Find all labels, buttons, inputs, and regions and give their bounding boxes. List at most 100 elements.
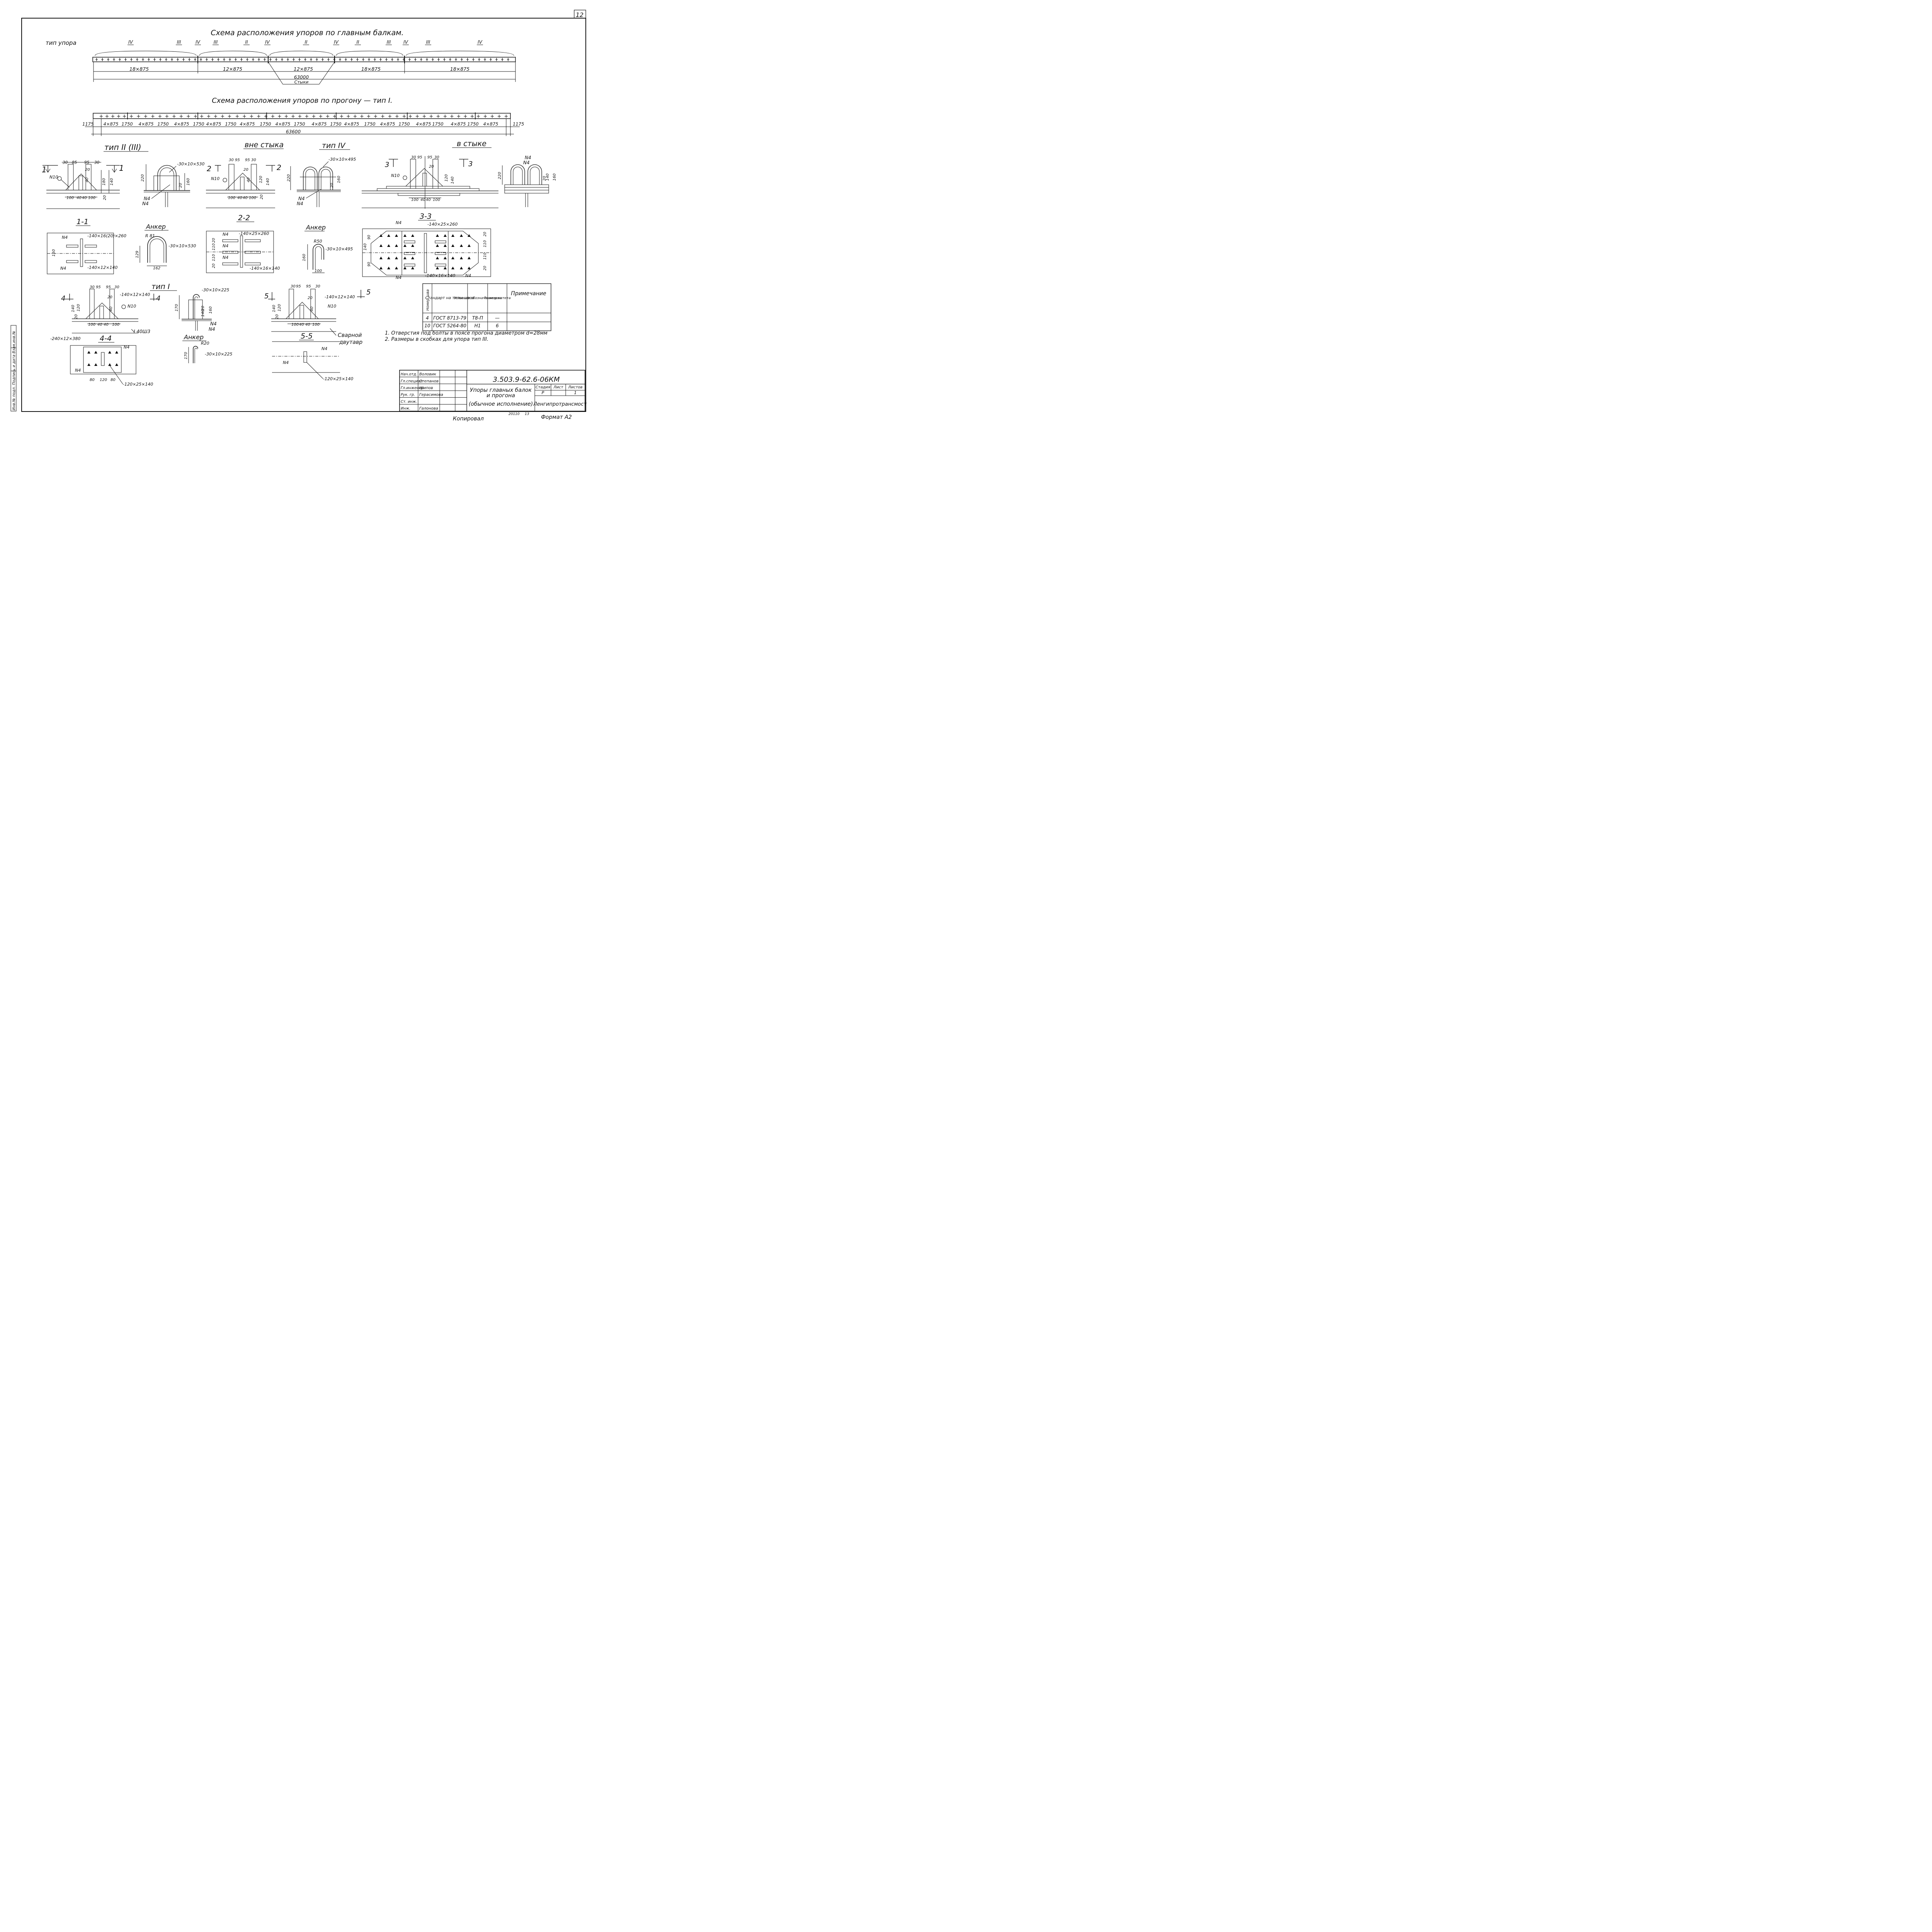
purlin-stop: + bbox=[422, 114, 427, 119]
n4-m: N4 bbox=[396, 275, 401, 280]
note-1: 1. Отверстия под болты в поясе прогона д… bbox=[385, 330, 548, 336]
n4-s: N4 bbox=[321, 346, 327, 351]
plate-30x10x495: -30×10×495 bbox=[328, 157, 356, 162]
dim-100c: 100 bbox=[228, 196, 235, 200]
dim-160c: 160 bbox=[553, 173, 557, 181]
dim-30e: 30 bbox=[411, 155, 416, 160]
stamp-role: Инж. bbox=[401, 406, 410, 411]
purlin-stop: + bbox=[117, 114, 121, 119]
plate-30x10x530-b: -30×10×530 bbox=[168, 243, 196, 248]
n4-p: N4 bbox=[75, 368, 81, 373]
dim-120d: 120 bbox=[100, 378, 107, 382]
section-3-3: 3-3 N4 -140×25×260 N4 -140×16×140 N4 140… bbox=[362, 212, 491, 280]
weld-header-num: Номер шва bbox=[426, 289, 430, 311]
section-1-1-title: 1-1 bbox=[77, 218, 88, 226]
purlin-dim: 1750 bbox=[330, 121, 341, 127]
n4-g: N4 bbox=[62, 235, 68, 240]
n4-d: N4 bbox=[297, 201, 303, 206]
dim-40m: 40 bbox=[299, 323, 304, 327]
type-mark: IV bbox=[265, 39, 270, 45]
purlin-stop: + bbox=[186, 114, 190, 119]
title-line-1: Упоры главных балок bbox=[470, 387, 532, 393]
bolt-mark bbox=[395, 267, 398, 269]
dim-100j: 100 bbox=[291, 323, 299, 327]
dim-160b: 160 bbox=[337, 176, 341, 183]
welded-beam-1: Сварной bbox=[338, 332, 362, 338]
plate-140x25x260: -140×25×260 bbox=[239, 231, 269, 236]
weld-cell: ГОСТ 8713-79 bbox=[433, 315, 466, 321]
purlin-dim: 4×875 bbox=[276, 121, 291, 127]
dim-95c: 95 bbox=[245, 158, 250, 162]
dim-20j: 20 bbox=[212, 264, 216, 268]
footer-code: 20110 bbox=[509, 412, 520, 416]
heading-type-2-3: тип II (III) bbox=[104, 143, 141, 152]
section-1-1: 1-1 N4 N4 -140×16(20)×260 -140×12×140 15… bbox=[47, 218, 126, 274]
title-block-rows: Нач.отд.ВоловикГл.специал.СтепановГл.инж… bbox=[400, 372, 467, 411]
n10-label-2: N10 bbox=[211, 176, 219, 181]
title-line-3: (обычное исполнение) bbox=[469, 401, 533, 407]
bolt-mark bbox=[436, 257, 439, 259]
dim-30: 30 bbox=[63, 160, 68, 165]
purlin-dim: 1750 bbox=[225, 121, 236, 127]
dim-30d: 30 bbox=[251, 158, 256, 162]
plate-30x10x495-b: -30×10×495 bbox=[325, 247, 353, 252]
dim-40f: 40 bbox=[243, 196, 248, 200]
stage-header: Стадия bbox=[536, 385, 550, 389]
purlin-dim: 4×875 bbox=[344, 121, 359, 127]
detail-type2-elevation: 1 1 N10 30 85 95 30 20 40 180 140 20 100… bbox=[42, 160, 124, 209]
dim-160d: 160 bbox=[302, 254, 306, 261]
anchor-bar bbox=[404, 240, 415, 243]
bolt-mark bbox=[403, 257, 406, 259]
heading-type-4: тип IV bbox=[322, 141, 346, 150]
dim-140d: 140 bbox=[546, 173, 550, 181]
side-stamp: Инв.№ подл. Подпись и дата Взам.инв.№ bbox=[10, 325, 17, 412]
dim-100h: 100 bbox=[88, 323, 95, 327]
purlin-stop: + bbox=[388, 114, 392, 119]
n10-label-4: N10 bbox=[128, 304, 136, 309]
dim-85: 85 bbox=[72, 160, 77, 165]
dim-30f: 30 bbox=[434, 155, 439, 160]
dim-220: 220 bbox=[141, 174, 145, 182]
bolt-mark bbox=[444, 234, 447, 237]
anchor-530-title: Анкер bbox=[146, 223, 166, 230]
stamp-name: Герасимова bbox=[419, 393, 443, 397]
bolt-mark bbox=[460, 257, 463, 259]
dim-20l: 20 bbox=[483, 266, 487, 270]
type-mark: III bbox=[426, 39, 430, 45]
section-4-4-bolt-marks bbox=[87, 351, 118, 366]
purlin-stop: + bbox=[415, 114, 420, 119]
bolt-mark bbox=[411, 244, 414, 247]
dim-40l: 40 bbox=[310, 306, 314, 311]
group-brace bbox=[406, 51, 514, 56]
span-3: 18×875 bbox=[361, 66, 381, 72]
purlin-stops: ++++++++++++++++++++++++++++++++++++++++… bbox=[99, 112, 509, 119]
dim-120e: 120 bbox=[277, 304, 282, 311]
purlin-stop: + bbox=[214, 114, 218, 119]
purlin-stop: + bbox=[360, 114, 364, 119]
dim-80: 80 bbox=[90, 378, 95, 382]
footer-number: 13 bbox=[525, 412, 529, 416]
span-0: 18×875 bbox=[129, 66, 149, 72]
anchor-225-title: Анкер bbox=[184, 333, 204, 341]
dim-160e: 160 bbox=[209, 306, 213, 314]
cut-3-right: 3 bbox=[468, 160, 473, 168]
purlin-dim: 4×875 bbox=[104, 121, 119, 127]
cut-1-left: 1 bbox=[42, 165, 47, 174]
bolt-mark bbox=[411, 257, 414, 259]
bolt-mark bbox=[468, 244, 471, 247]
plate-120x25x140: -120×25×140 bbox=[123, 382, 153, 387]
dim-20d: 20 bbox=[243, 168, 248, 172]
bolt-mark bbox=[468, 257, 471, 259]
dim-30j: 30 bbox=[315, 284, 320, 289]
total-length: 63000 bbox=[294, 75, 309, 80]
purlin-dim: 1750 bbox=[294, 121, 305, 127]
type-mark: II bbox=[245, 39, 248, 45]
purlin-stop: + bbox=[194, 114, 198, 119]
anchor-225: Анкер R20 -30×10×225 170 bbox=[182, 333, 232, 363]
n10-label-3: N10 bbox=[391, 173, 400, 178]
purlin-stop: + bbox=[504, 114, 509, 119]
stamp-role: Нач.отд. bbox=[401, 372, 417, 377]
purlin-stop: + bbox=[264, 114, 268, 119]
bolt-mark bbox=[436, 244, 439, 247]
dim-220c: 220 bbox=[498, 172, 502, 179]
